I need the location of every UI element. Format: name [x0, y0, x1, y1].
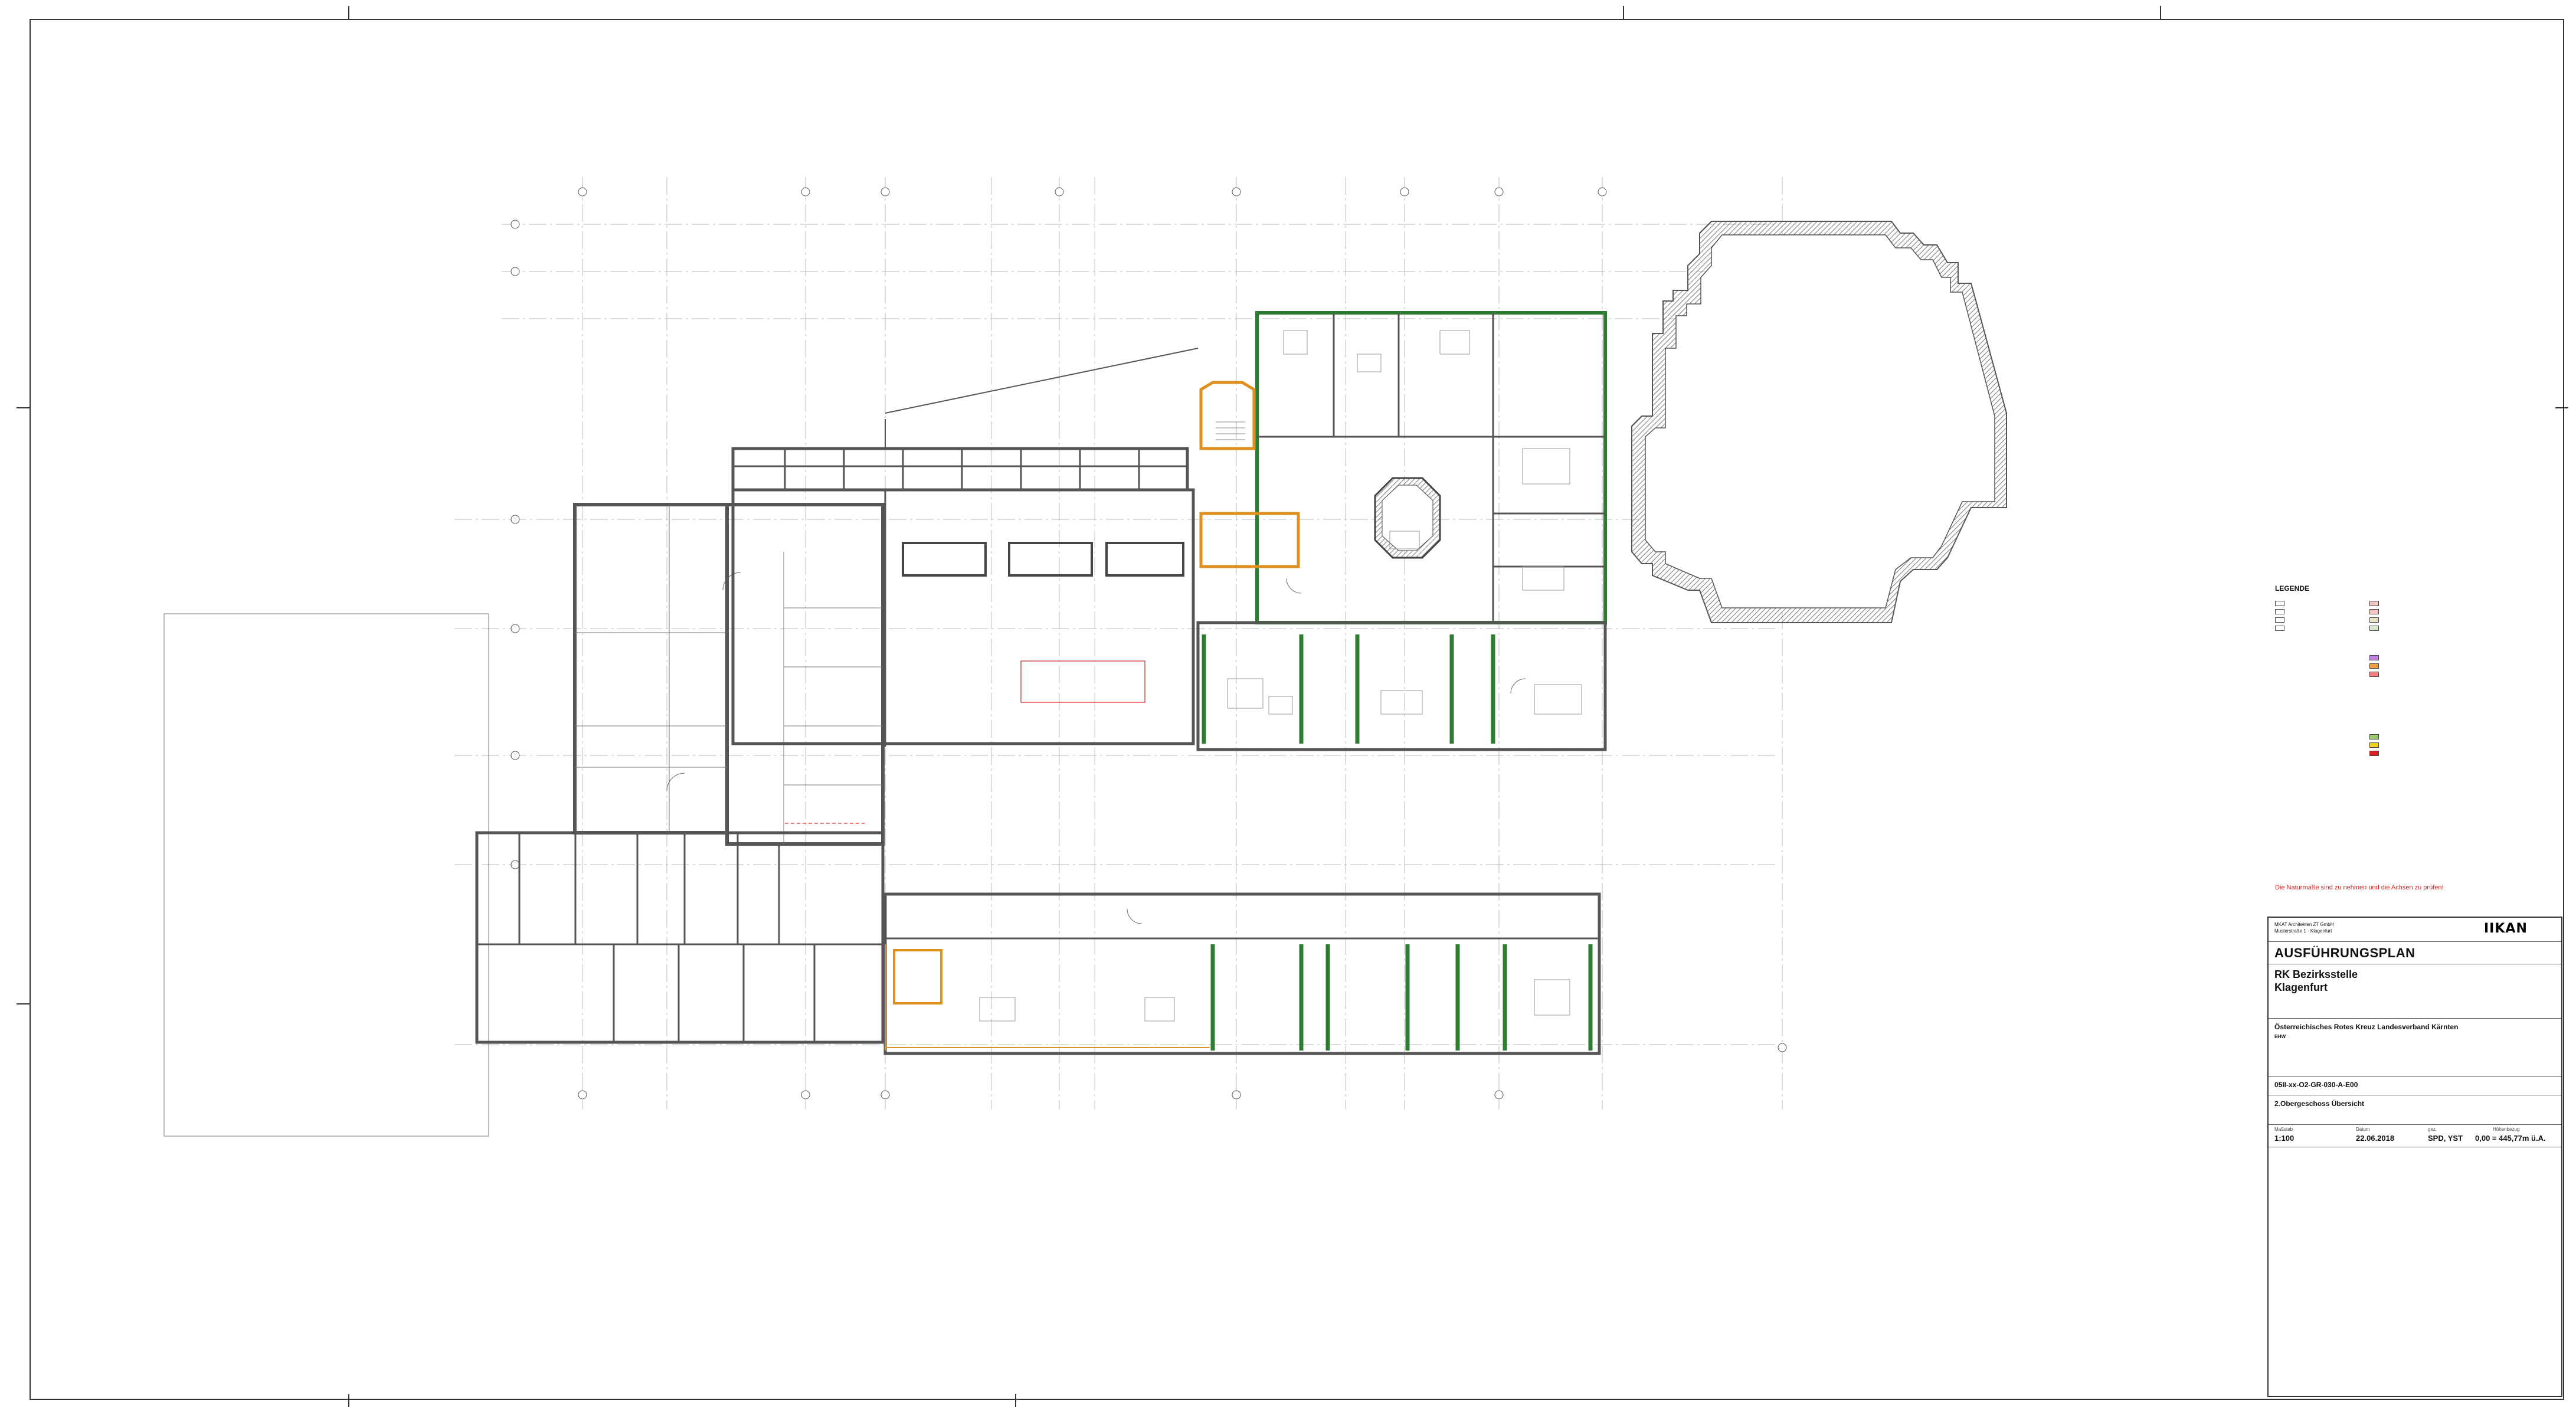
project-title: RK Bezirksstelle Klagenfurt: [2274, 968, 2358, 994]
south-wing: [475, 831, 1601, 1055]
height-value: 0,00 = 445,77m ü.A.: [2475, 1134, 2546, 1143]
project-line-2: Klagenfurt: [2274, 981, 2328, 993]
border-tick: [2160, 6, 2161, 19]
legend-swatch: [2275, 617, 2284, 623]
divider: [2269, 1124, 2561, 1125]
south-stair-core: [893, 949, 942, 1004]
drawing-title: 2.Obergeschoss Übersicht: [2274, 1100, 2365, 1108]
legend-title: LEGENDE: [2275, 584, 2310, 593]
legend: LEGENDE Die Naturmaße sind zu nehmen und…: [2275, 584, 2558, 903]
door-swings: [666, 572, 1526, 924]
sheet-border: [30, 19, 2564, 1400]
skylights: [902, 542, 1184, 577]
drawing-number: 05II-xx-O2-GR-030-A-E00: [2274, 1081, 2358, 1089]
office-block-north: [1255, 311, 1607, 624]
border-tick: [1015, 1394, 1016, 1407]
legend-swatch: [2369, 734, 2379, 740]
logo: IIKAN: [2484, 921, 2558, 939]
client-name: Österreichisches Rotes Kreuz Landesverba…: [2274, 1023, 2459, 1031]
legend-swatch: [2369, 751, 2379, 756]
date-value: 22.06.2018: [2356, 1134, 2395, 1143]
border-tick: [1623, 6, 1624, 19]
legend-swatch: [2369, 655, 2379, 660]
legend-swatch: [2369, 617, 2379, 623]
grid-bubbles: [510, 187, 1787, 1100]
drawn-label: gez.: [2428, 1127, 2437, 1132]
legend-swatch: [2369, 663, 2379, 669]
client-short: BHW: [2274, 1034, 2286, 1039]
divider: [2269, 1018, 2561, 1019]
red-note: Die Naturmaße sind zu nehmen und die Ach…: [2275, 884, 2444, 891]
divider: [2269, 941, 2561, 942]
title-block: MKAT Architekten ZT GmbH Musterstraße 1 …: [2267, 917, 2562, 1397]
scale-value: 1:100: [2274, 1134, 2294, 1143]
date-label: Datum: [2356, 1127, 2370, 1132]
border-tick: [348, 1394, 349, 1407]
border-tick: [17, 1003, 30, 1004]
border-tick: [2555, 407, 2568, 408]
border-tick: [17, 407, 30, 408]
legend-swatch: [2275, 609, 2284, 614]
west-wing: [573, 503, 885, 846]
legend-swatch: [2369, 609, 2379, 614]
logo-text: IIKAN: [2484, 921, 2528, 936]
furniture: [979, 330, 1582, 1022]
stair-core: [1199, 381, 1300, 568]
border-tick: [348, 6, 349, 19]
project-line-1: RK Bezirksstelle: [2274, 968, 2358, 980]
office-name: MKAT Architekten ZT GmbH: [2274, 922, 2334, 927]
office-block-middle: [1196, 621, 1607, 751]
grid-lines: [454, 177, 1783, 1110]
north-wing: [731, 447, 1195, 745]
drawn-by-value: SPD, YST: [2428, 1134, 2463, 1143]
legend-swatch: [2369, 672, 2379, 677]
plan-type: AUSFÜHRUNGSPLAN: [2274, 945, 2415, 960]
legend-swatch: [2369, 601, 2379, 606]
scale-label: Maßstab: [2274, 1127, 2293, 1132]
legend-swatch: [2369, 742, 2379, 748]
legend-swatch: [2275, 601, 2284, 606]
office-address: Musterstraße 1 · Klagenfurt: [2274, 928, 2332, 934]
height-label: Höhenbezug: [2493, 1127, 2520, 1132]
legend-swatch: [2369, 626, 2379, 631]
legend-swatch: [2275, 626, 2284, 631]
